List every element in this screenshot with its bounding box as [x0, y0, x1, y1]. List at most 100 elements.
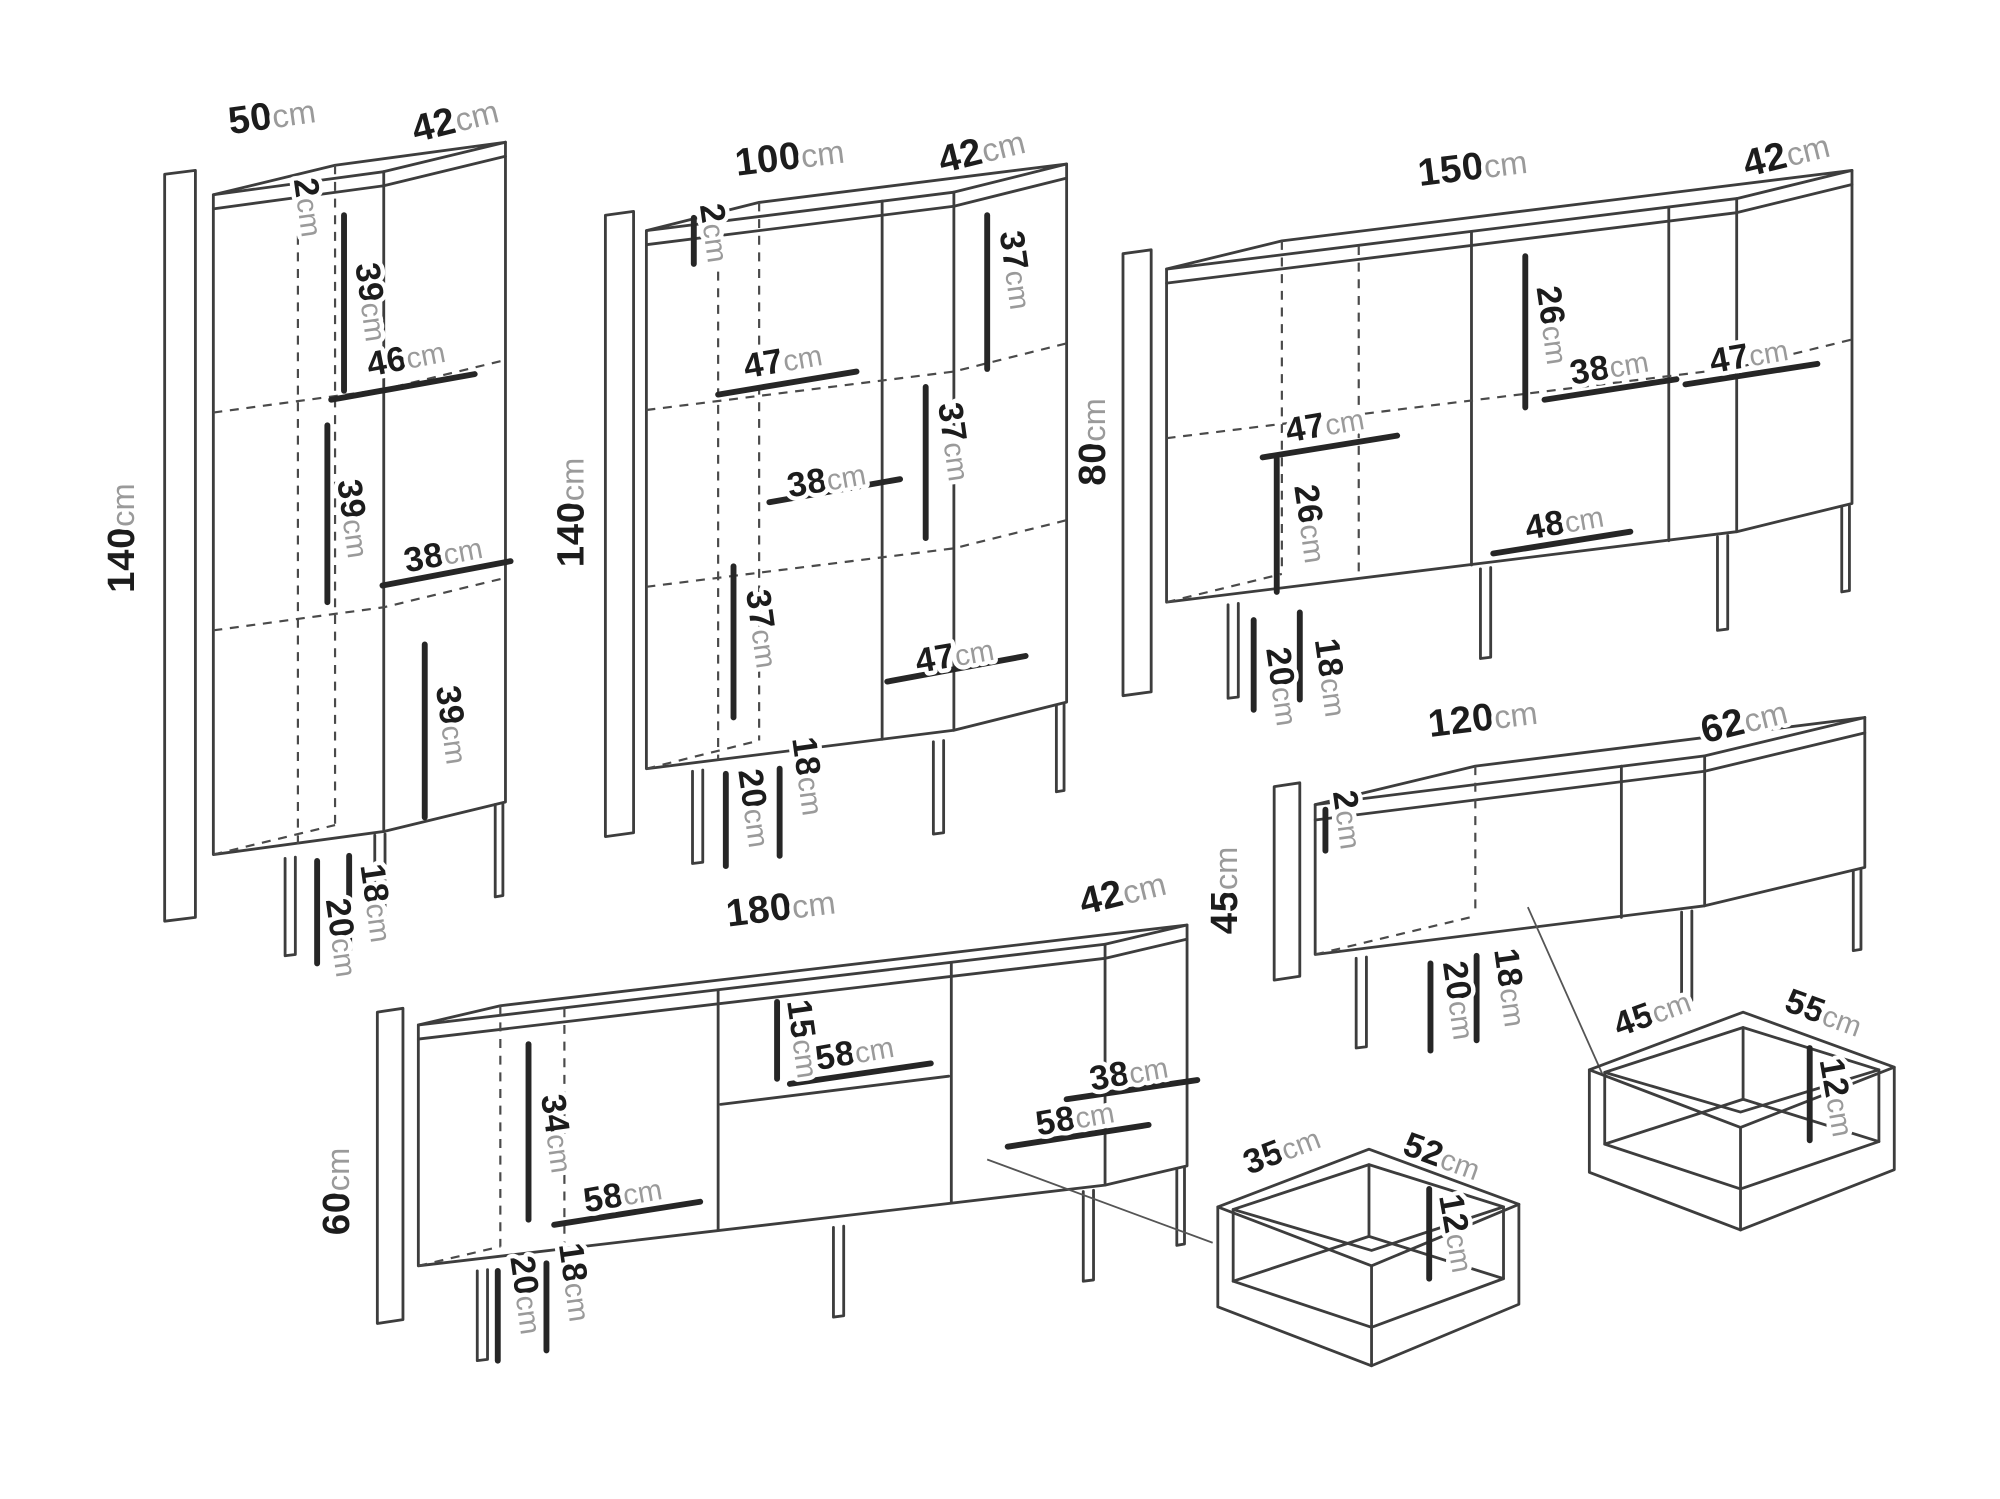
- edge-line: [1603, 1140, 1881, 1191]
- dimension-label: 45cm: [1203, 847, 1246, 935]
- unit-label: cm: [998, 268, 1036, 311]
- unit-label: cm: [824, 458, 868, 497]
- dimension-label: 2cm: [692, 201, 738, 265]
- dimension-label: 34cm: [533, 1092, 582, 1175]
- unit-label: cm: [451, 92, 502, 138]
- hidden-edge-line: [646, 519, 1067, 588]
- dimension-line: [1682, 360, 1821, 388]
- edge-line: [1103, 923, 1189, 1187]
- unit-label: cm: [1747, 334, 1791, 373]
- dimension-label: 42cm: [407, 88, 502, 151]
- dimension-value: 47: [1707, 337, 1753, 381]
- unit-label: cm: [696, 221, 734, 264]
- edge-line: [163, 168, 197, 923]
- unit-label: cm: [435, 723, 473, 766]
- unit-label: cm: [1322, 403, 1366, 442]
- dimension-line: [379, 558, 514, 589]
- edge-line: [416, 937, 1189, 1041]
- edge-line: [1313, 754, 1707, 956]
- dimension-value: 38: [784, 461, 830, 505]
- unit-label: cm: [1073, 1096, 1117, 1135]
- dimension-line: [1541, 376, 1680, 403]
- dimension-label: 18cm: [1307, 636, 1356, 719]
- edge-line: [1081, 1188, 1095, 1283]
- dimension-label: 55cm: [1780, 982, 1867, 1045]
- dimension-value: 18: [1486, 946, 1529, 991]
- dimension-line: [884, 653, 1029, 685]
- dimension-value: 39: [347, 260, 390, 305]
- edge-line: [832, 1224, 846, 1319]
- dimension-value: 48: [1522, 503, 1568, 547]
- unit-label: cm: [1329, 808, 1367, 851]
- dimension-label: 38cm: [784, 454, 868, 505]
- edge-line: [1165, 197, 1739, 604]
- dimension-line: [715, 368, 860, 398]
- unit-label: cm: [620, 1173, 664, 1212]
- unit-label: cm: [558, 1280, 596, 1323]
- edge-line: [952, 162, 1069, 732]
- edge-line: [1165, 168, 1854, 271]
- unit-label: cm: [799, 133, 847, 175]
- hidden-edge-line: [1166, 572, 1283, 604]
- dimension-label: 100cm: [733, 129, 847, 185]
- dimension-value: 20: [730, 766, 773, 811]
- unit-label: cm: [1492, 694, 1540, 736]
- unit-label: cm: [1740, 693, 1791, 739]
- dimension-line: [1490, 528, 1634, 557]
- dimension-label: 42cm: [1075, 861, 1170, 924]
- edge-line: [416, 923, 1189, 1027]
- unit-label: cm: [781, 339, 825, 378]
- unit-label: cm: [1820, 1095, 1859, 1139]
- edge-line: [691, 768, 705, 865]
- dimension-label: 18cm: [352, 861, 401, 944]
- dimension-value: 60: [315, 1191, 358, 1235]
- dimension-value: 180: [724, 885, 795, 936]
- edge-line: [1231, 1277, 1505, 1329]
- dimension-value: 39: [428, 683, 471, 728]
- dimension-label: 12cm: [1812, 1055, 1863, 1139]
- dimension-value: 18: [1307, 636, 1350, 681]
- dimension-value: 58: [812, 1034, 858, 1078]
- dimension-label: 2cm: [1325, 788, 1371, 852]
- dimension-label: 38cm: [1087, 1047, 1171, 1098]
- dimension-label: 180cm: [724, 879, 838, 935]
- unit-label: cm: [1439, 1231, 1478, 1275]
- dimension-label: 37cm: [738, 587, 787, 670]
- unit-label: cm: [1207, 847, 1244, 891]
- unit-label: cm: [1126, 1051, 1170, 1090]
- hidden-edge-line: [213, 576, 506, 632]
- dimension-value: 58: [581, 1176, 627, 1220]
- unit-label: cm: [737, 806, 775, 849]
- dimension-line: [328, 371, 478, 403]
- dimension-label: 37cm: [930, 400, 979, 483]
- hidden-edge-line: [646, 342, 1067, 412]
- unit-label: cm: [952, 634, 996, 673]
- edge-line: [1313, 731, 1867, 822]
- unit-label: cm: [270, 92, 318, 135]
- edge-line: [1851, 868, 1863, 953]
- dimension-label: 80cm: [1071, 398, 1114, 486]
- edge-line: [1716, 534, 1730, 632]
- unit-label: cm: [1313, 676, 1351, 719]
- dimension-label: 38cm: [401, 528, 486, 580]
- dimension-line: [1063, 1077, 1201, 1103]
- dimension-label: 12cm: [1431, 1191, 1482, 1275]
- unit-label: cm: [359, 901, 397, 944]
- dimension-label: 60cm: [315, 1148, 358, 1236]
- edge-line: [1354, 955, 1368, 1050]
- unit-label: cm: [509, 1293, 547, 1336]
- edge-line: [1735, 168, 1854, 534]
- unit-label: cm: [319, 1148, 356, 1192]
- dimension-line: [1259, 432, 1401, 461]
- dimension-value: 47: [1283, 406, 1329, 450]
- edge-line: [1703, 716, 1867, 908]
- unit-label: cm: [1265, 685, 1303, 728]
- dimension-label: 20cm: [730, 766, 779, 849]
- edge-line: [644, 162, 1069, 233]
- unit-label: cm: [978, 123, 1029, 169]
- unit-label: cm: [745, 627, 783, 670]
